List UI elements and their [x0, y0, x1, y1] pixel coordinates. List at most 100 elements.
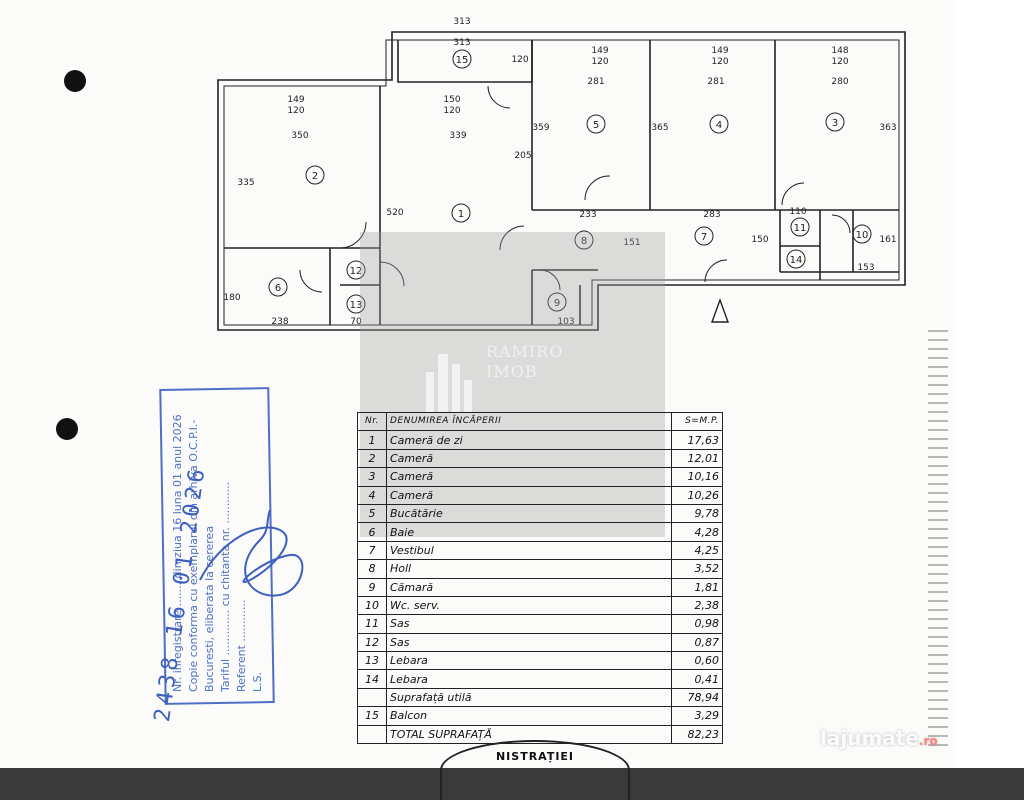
cell-area: 0,41 — [671, 669, 723, 689]
dimension-label: 151 — [623, 238, 640, 248]
cell-name: Sas — [386, 614, 672, 634]
cell-area: 9,78 — [671, 503, 723, 524]
cell-area: 78,94 — [671, 687, 723, 708]
cell-area: 3,29 — [671, 706, 723, 726]
page-edge — [956, 0, 1024, 768]
dimension-label: 161 — [879, 235, 896, 245]
dimension-label: 233 — [579, 210, 596, 220]
room-number: 3 — [832, 118, 838, 129]
room-number: 13 — [350, 300, 363, 311]
header-nr: Nr. — [357, 411, 387, 432]
signature — [199, 509, 304, 597]
dimension-label: 359 — [532, 123, 549, 133]
cell-name: Cameră — [386, 448, 672, 469]
cell-area: 3,52 — [671, 559, 723, 579]
cell-name: Balcon — [386, 706, 672, 726]
cell-nr: 10 — [357, 595, 387, 616]
room-number: 11 — [794, 223, 807, 234]
cell-nr — [357, 724, 387, 745]
cell-name: Holl — [386, 559, 672, 579]
room-number: 9 — [554, 298, 560, 309]
cell-area: 1,81 — [671, 577, 723, 597]
watermark-sub: IMOB — [486, 362, 538, 381]
cell-area: 17,63 — [671, 430, 723, 450]
cell-nr: 8 — [357, 559, 387, 579]
cell-nr: 2 — [357, 448, 387, 469]
cell-name: Lebara — [386, 669, 672, 689]
dimension-label: 150 — [751, 235, 768, 245]
dimension-label: 120 — [443, 106, 460, 116]
table-header-row: Nr. DENUMIREA ÎNCĂPERII S=M.P. — [357, 411, 723, 432]
room-number: 8 — [581, 236, 587, 247]
room-number: 14 — [790, 255, 803, 266]
dimension-label: 180 — [223, 293, 240, 303]
cell-name: Baie — [386, 522, 672, 542]
dimension-label: 120 — [511, 55, 528, 65]
dimension-label: 339 — [449, 131, 466, 141]
cell-name: TOTAL SUPRAFAȚĂ — [386, 724, 672, 745]
header-area: S=M.P. — [671, 411, 723, 432]
site-name: lajumate — [820, 726, 919, 750]
cell-name: Suprafață utilă — [386, 687, 672, 708]
cell-area: 4,25 — [671, 540, 723, 561]
dimension-label: 110 — [789, 207, 806, 217]
dimension-label: 148 — [831, 46, 848, 56]
dimension-label: 281 — [707, 77, 724, 87]
dimension-label: 205 — [514, 151, 531, 161]
cell-name: Vestibul — [386, 540, 672, 561]
dimension-label: 280 — [831, 77, 848, 87]
cell-area: 82,23 — [671, 724, 723, 745]
cell-name: Lebara — [386, 651, 672, 671]
room-number: 15 — [456, 55, 469, 66]
dimension-label: 283 — [703, 210, 720, 220]
cell-nr: 13 — [357, 651, 387, 671]
room-number: 10 — [856, 230, 869, 241]
cell-area: 2,38 — [671, 595, 723, 616]
dimension-label: 281 — [587, 77, 604, 87]
dimension-label: 350 — [291, 131, 308, 141]
cell-area: 12,01 — [671, 448, 723, 469]
cell-name: Sas — [386, 632, 672, 653]
punch-hole-top — [64, 70, 86, 92]
cell-name: Cameră de zi — [386, 430, 672, 450]
cell-area: 0,87 — [671, 632, 723, 653]
cell-nr: 9 — [357, 577, 387, 597]
cell-name: Cameră — [386, 467, 672, 487]
cell-nr: 4 — [357, 485, 387, 505]
cell-nr: 7 — [357, 540, 387, 561]
dimension-label: 238 — [271, 317, 288, 327]
cell-nr: 6 — [357, 522, 387, 542]
dimension-label: 365 — [651, 123, 668, 133]
dimension-label: 120 — [711, 57, 728, 67]
room-number: 2 — [312, 171, 318, 182]
dimension-label: 153 — [857, 263, 874, 273]
punch-hole-bottom — [56, 418, 78, 440]
room-number: 1 — [458, 209, 464, 220]
dimension-label: 120 — [287, 106, 304, 116]
room-number: 6 — [275, 283, 281, 294]
cell-area: 10,26 — [671, 485, 723, 505]
dimension-label: 70 — [350, 317, 362, 327]
site-tld: .ro — [918, 734, 938, 748]
cell-nr: 3 — [357, 467, 387, 487]
site-watermark: lajumate.ro — [820, 726, 938, 750]
cell-name: Bucătărie — [386, 503, 672, 524]
cell-nr: 12 — [357, 632, 387, 653]
cell-nr — [357, 687, 387, 708]
dimension-label: 149 — [711, 46, 728, 56]
dimension-label: 150 — [443, 95, 460, 105]
dimension-label: 103 — [557, 317, 574, 327]
cell-nr: 1 — [357, 430, 387, 450]
